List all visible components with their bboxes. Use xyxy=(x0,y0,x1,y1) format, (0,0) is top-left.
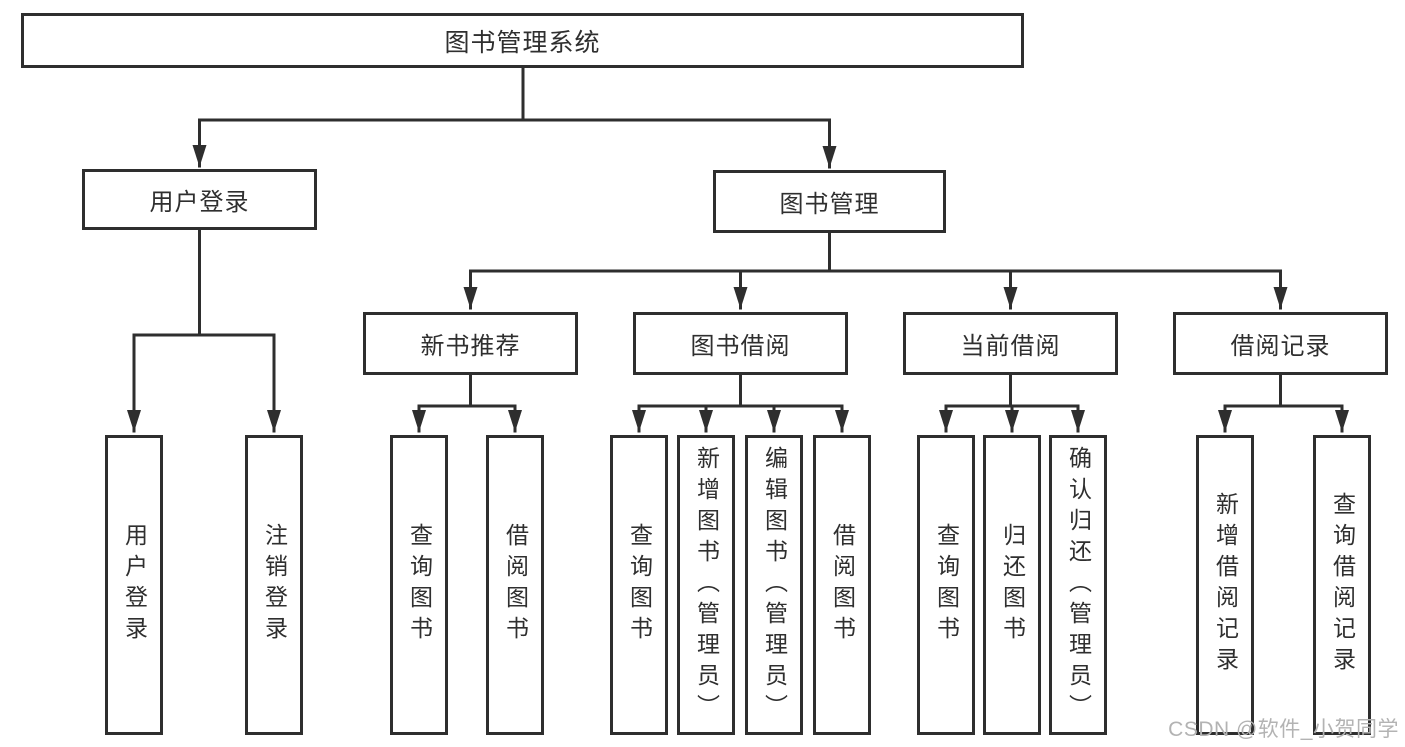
leaf-logout-login: 注销登录 xyxy=(245,435,303,735)
leaf-bb-borrow-books: 借阅图书 xyxy=(813,435,871,735)
node-user-login: 用户登录 xyxy=(82,169,317,230)
csdn-watermark: CSDN @软件_小贺同学 xyxy=(1168,718,1399,741)
leaf-cb-confirm-return-admin: 确认归还（管理员） xyxy=(1049,435,1107,735)
leaf-br-add-record: 新增借阅记录 xyxy=(1196,435,1254,735)
leaf-cb-query-books: 查询图书 xyxy=(917,435,975,735)
node-book-management: 图书管理 xyxy=(713,170,946,233)
node-new-book-recommendation: 新书推荐 xyxy=(363,312,578,375)
leaf-bb-add-books-admin: 新增图书（管理员） xyxy=(677,435,735,735)
node-library-system: 图书管理系统 xyxy=(21,13,1024,68)
node-borrowing-records: 借阅记录 xyxy=(1173,312,1388,375)
leaf-bb-edit-books-admin: 编辑图书（管理员） xyxy=(745,435,803,735)
leaf-user-login: 用户登录 xyxy=(105,435,163,735)
node-current-borrowing: 当前借阅 xyxy=(903,312,1118,375)
leaf-nbr-borrow-books: 借阅图书 xyxy=(486,435,544,735)
leaf-cb-return-books: 归还图书 xyxy=(983,435,1041,735)
leaf-nbr-query-books: 查询图书 xyxy=(390,435,448,735)
leaf-br-query-record: 查询借阅记录 xyxy=(1313,435,1371,735)
node-book-borrowing: 图书借阅 xyxy=(633,312,848,375)
leaf-bb-query-books: 查询图书 xyxy=(610,435,668,735)
